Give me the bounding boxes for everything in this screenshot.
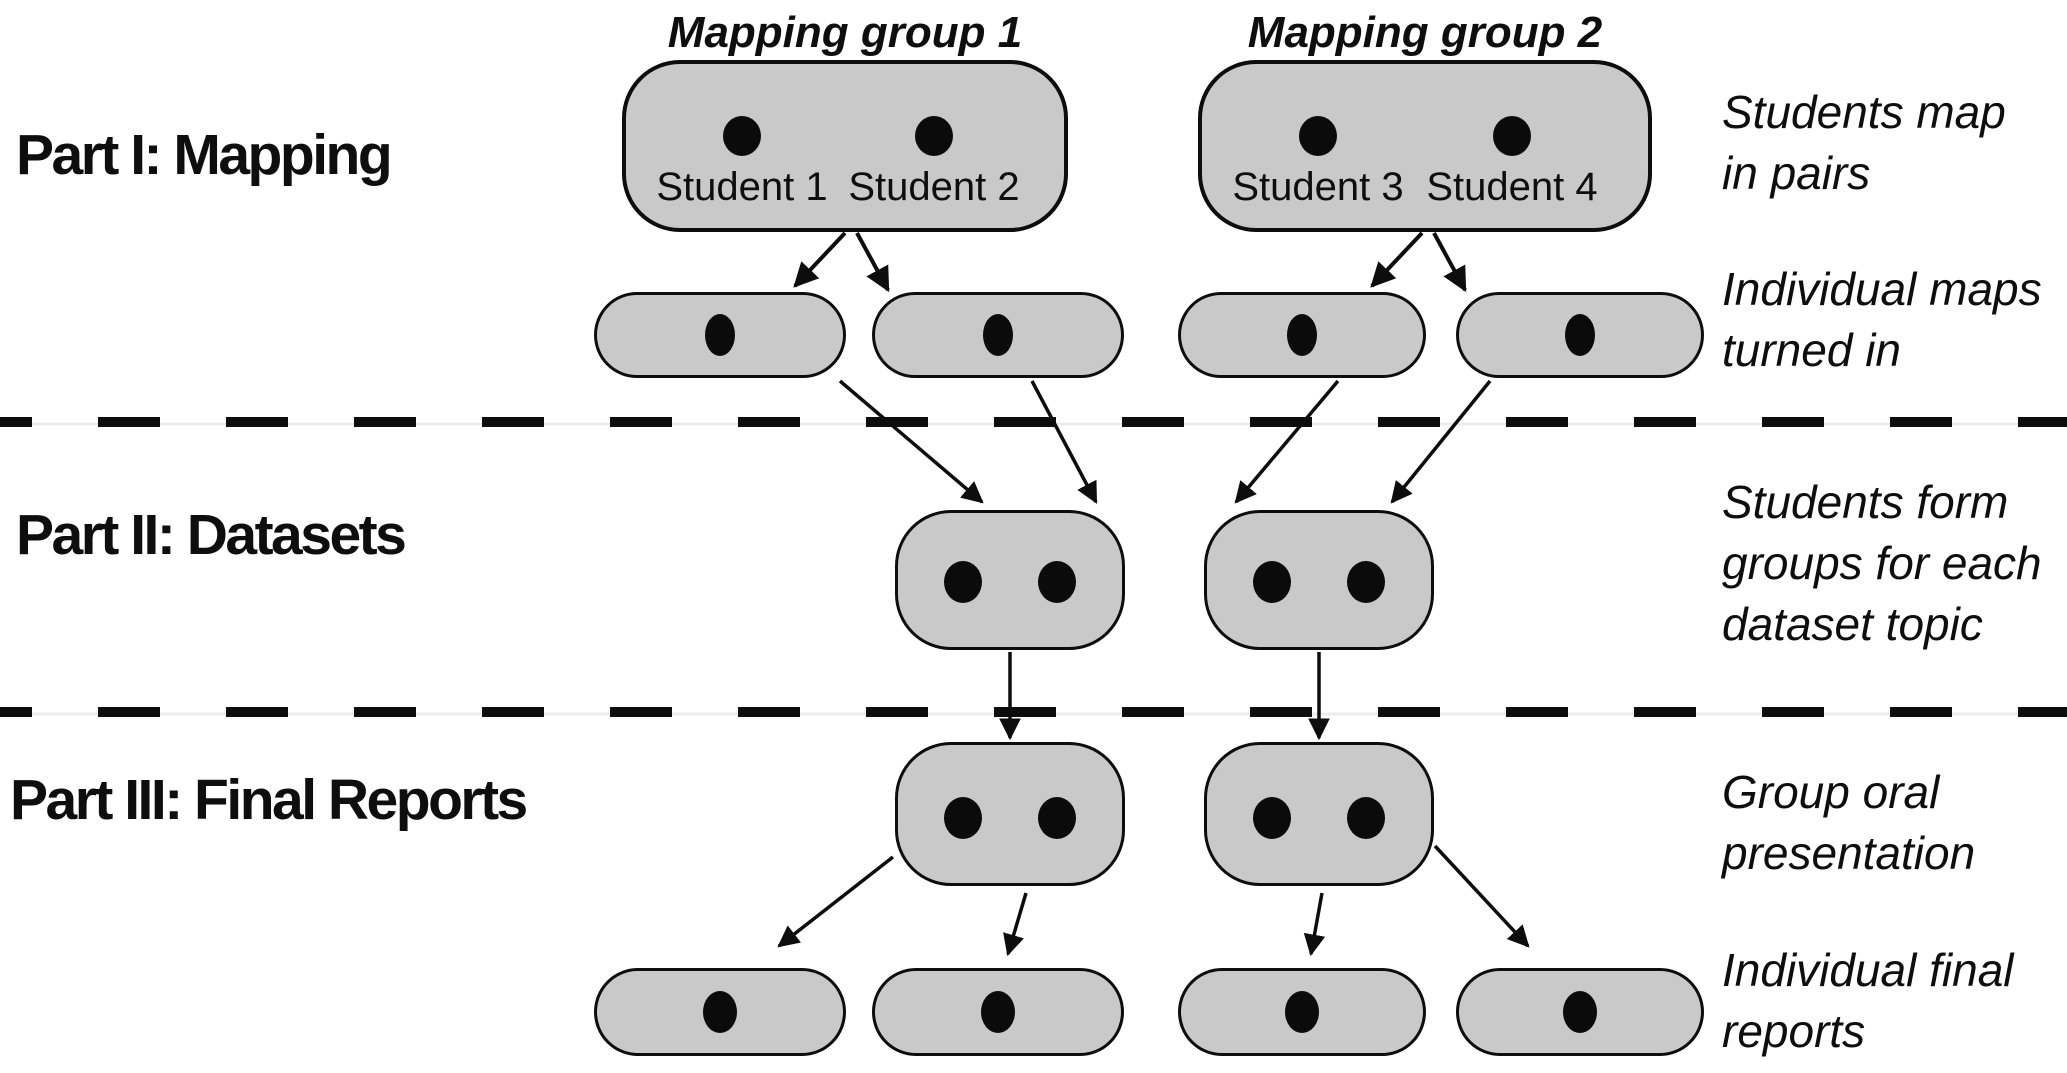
individual-map-dot-4 <box>1565 314 1595 356</box>
student-4-dot <box>1493 116 1531 156</box>
caption-line: Students form <box>1722 476 2009 528</box>
student-2-dot <box>915 116 953 156</box>
mapping-group-1-title: Mapping group 1 <box>667 8 1023 57</box>
part-1-label: Part I: Mapping <box>16 123 393 187</box>
caption-line: groups for each <box>1722 537 2042 589</box>
part-2-label: Part II: Datasets <box>16 503 407 567</box>
caption-line: Students map <box>1722 86 2006 138</box>
final-report-dot-1 <box>703 991 737 1033</box>
dataset-group-2-dot-2 <box>1347 561 1385 603</box>
mapping-group-2-box <box>1198 60 1652 232</box>
caption-line: Individual maps <box>1722 263 2042 315</box>
caption-line: Individual final <box>1722 944 2014 996</box>
caption-line: turned in <box>1722 324 1902 376</box>
dataset-group-box-1 <box>895 510 1125 650</box>
caption-group-oral: Group oral presentation <box>1722 762 1975 884</box>
final-report-dot-3 <box>1285 991 1319 1033</box>
caption-line: presentation <box>1722 827 1976 879</box>
arrows-mapping-to-individual <box>793 231 1467 293</box>
dataset-group-1-dot-1 <box>944 561 982 603</box>
presentation-group-1-dot-2 <box>1038 797 1076 839</box>
student-1-dot <box>723 116 761 156</box>
caption-students-form: Students form groups for each dataset to… <box>1722 472 2042 655</box>
student-4-label: Student 4 <box>1426 165 1598 209</box>
mapping-group-2-title: Mapping group 2 <box>1247 8 1603 57</box>
student-3-dot <box>1299 116 1337 156</box>
arrows-individual-to-dataset <box>838 379 1492 504</box>
dataset-group-box-2 <box>1204 510 1434 650</box>
final-report-box-1 <box>594 968 846 1056</box>
presentation-group-1-dot-1 <box>944 797 982 839</box>
presentation-group-2-dot-1 <box>1253 797 1291 839</box>
individual-map-dot-1 <box>705 314 735 356</box>
presentation-group-2-dot-2 <box>1347 797 1385 839</box>
final-report-dot-4 <box>1563 991 1597 1033</box>
caption-line: dataset topic <box>1722 598 1983 650</box>
individual-map-dot-2 <box>983 314 1013 356</box>
caption-line: reports <box>1722 1005 1866 1057</box>
mapping-group-1-box <box>622 60 1068 232</box>
caption-individual-maps: Individual maps turned in <box>1722 259 2042 381</box>
student-2-label: Student 2 <box>848 165 1020 209</box>
dataset-group-2-dot-1 <box>1253 561 1291 603</box>
arrows-presentation-to-final <box>777 844 1530 957</box>
student-3-label: Student 3 <box>1232 165 1404 209</box>
arrows-dataset-to-presentation <box>999 652 1330 741</box>
student-1-label: Student 1 <box>656 165 828 209</box>
caption-individual-final: Individual final reports <box>1722 940 2014 1062</box>
caption-line: Group oral <box>1722 766 1940 818</box>
presentation-group-box-1 <box>895 742 1125 886</box>
presentation-group-box-2 <box>1204 742 1434 886</box>
final-report-dot-2 <box>981 991 1015 1033</box>
caption-line: in pairs <box>1722 147 1871 199</box>
caption-students-map: Students map in pairs <box>1722 82 2006 204</box>
part-3-label: Part III: Final Reports <box>10 768 528 832</box>
dataset-group-1-dot-2 <box>1038 561 1076 603</box>
individual-map-dot-3 <box>1287 314 1317 356</box>
